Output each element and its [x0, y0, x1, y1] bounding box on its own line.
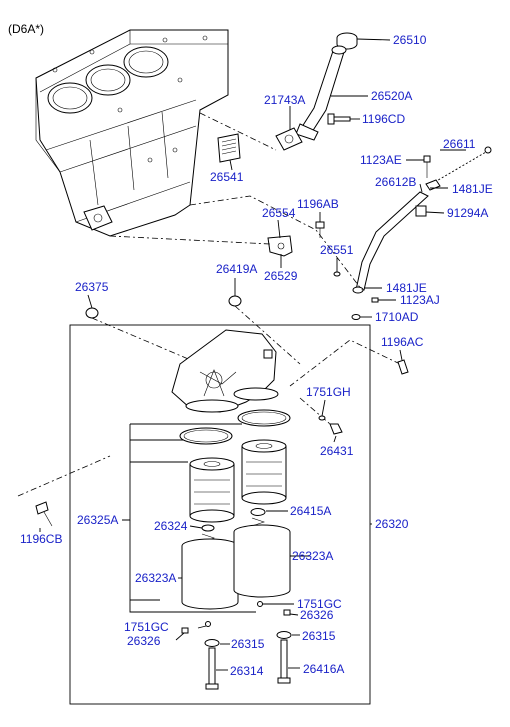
washer-26315-right — [276, 631, 292, 639]
filter-gasket-left — [179, 427, 233, 445]
callout-1751GH: 1751GH — [306, 385, 351, 399]
callout-26416A: 26416A — [303, 662, 344, 676]
callout-26324: 26324 — [154, 519, 188, 533]
callout-labels: 26510 26520A 21743A 1196CD 26541 26611 1… — [20, 33, 493, 678]
callout-26431: 26431 — [320, 444, 354, 458]
callout-26612B: 26612B — [375, 175, 416, 189]
oring-26419A — [228, 295, 242, 307]
bolt-1196AB — [315, 221, 325, 238]
oring-1751GH — [318, 415, 326, 421]
plug-1710AD — [351, 314, 361, 320]
assembly-reference-lines — [17, 112, 401, 497]
filter-element-right — [241, 439, 287, 505]
callout-1481JE-top: 1481JE — [452, 182, 493, 196]
label-plate-26541 — [217, 133, 241, 163]
callout-26419A: 26419A — [216, 262, 257, 276]
callout-26326-left: 26326 — [127, 634, 161, 648]
bolt-1123AE — [423, 155, 431, 178]
callout-91294A: 91294A — [447, 206, 488, 220]
callout-26529: 26529 — [264, 269, 298, 283]
callout-26323A-left: 26323A — [135, 571, 176, 585]
center-bolt-26416A — [277, 639, 291, 684]
filter-case-left — [181, 538, 239, 610]
callout-1196AC: 1196AC — [381, 335, 424, 349]
oil-filler-tube — [295, 45, 347, 141]
callout-26315-left: 26315 — [231, 637, 265, 651]
bracket-26554 — [267, 235, 293, 257]
oil-filter-head — [171, 329, 279, 413]
callout-26551: 26551 — [320, 243, 354, 257]
callout-1196CB: 1196CB — [20, 532, 62, 546]
engine-block-illustration — [35, 29, 229, 237]
center-bolt-26314 — [205, 647, 219, 690]
seal-26415A — [250, 508, 266, 516]
dipstick-guide-tube — [355, 191, 429, 291]
callout-1751GC-right: 1751GC — [297, 597, 342, 611]
plug-26326-right — [283, 609, 291, 616]
filter-case-right — [233, 524, 291, 598]
bolt-1196CB — [35, 501, 53, 527]
dipstick-oring-1481JE — [352, 286, 364, 294]
callout-26325A: 26325A — [77, 513, 118, 527]
callout-26415A: 26415A — [290, 504, 331, 518]
callout-1196CD: 1196CD — [362, 112, 405, 126]
oring-1751GC-right — [257, 601, 263, 607]
callout-1710AD: 1710AD — [375, 310, 419, 324]
plug-26431 — [329, 423, 343, 435]
oring-26551 — [333, 271, 341, 277]
bolt-1123AJ — [371, 297, 379, 303]
callout-1481JE-bottom: 1481JE — [386, 281, 427, 295]
filler-tube-gasket — [275, 127, 303, 151]
washer-26315-left — [204, 639, 220, 647]
callout-26315-right: 26315 — [302, 629, 336, 643]
oring-1751GC-left — [205, 621, 211, 627]
bolt-1196AC — [397, 359, 409, 375]
callout-26520A: 26520A — [371, 89, 412, 103]
callout-26326-right: 26326 — [300, 608, 334, 622]
callout-26554: 26554 — [262, 206, 296, 220]
clip-91294A — [415, 205, 427, 217]
variant-header: (D6A*) — [8, 22, 44, 36]
filter-element-left — [189, 457, 235, 523]
plug-26326-left — [181, 627, 189, 634]
callout-21743A: 21743A — [264, 93, 305, 107]
callout-26320: 26320 — [375, 517, 409, 531]
callout-26323A-right: 26323A — [292, 549, 333, 563]
callout-1751GC-left: 1751GC — [124, 620, 169, 634]
callout-26375: 26375 — [75, 280, 109, 294]
oring-26375 — [85, 307, 99, 319]
callout-1123AE: 1123AE — [360, 153, 402, 167]
callout-26510: 26510 — [393, 33, 427, 47]
leader-lines — [39, 38, 466, 671]
callout-26541: 26541 — [210, 170, 244, 184]
callout-26611: 26611 — [443, 137, 476, 151]
callout-26314: 26314 — [230, 664, 264, 678]
callout-1196AB: 1196AB — [297, 197, 339, 211]
callout-1123AJ: 1123AJ — [400, 293, 440, 307]
seal-26324 — [201, 524, 215, 532]
dipstick-26611 — [425, 146, 492, 191]
filter-gasket-right — [237, 409, 291, 427]
filter-assembly-frame — [69, 324, 371, 705]
bolt-1196CD — [327, 113, 351, 125]
